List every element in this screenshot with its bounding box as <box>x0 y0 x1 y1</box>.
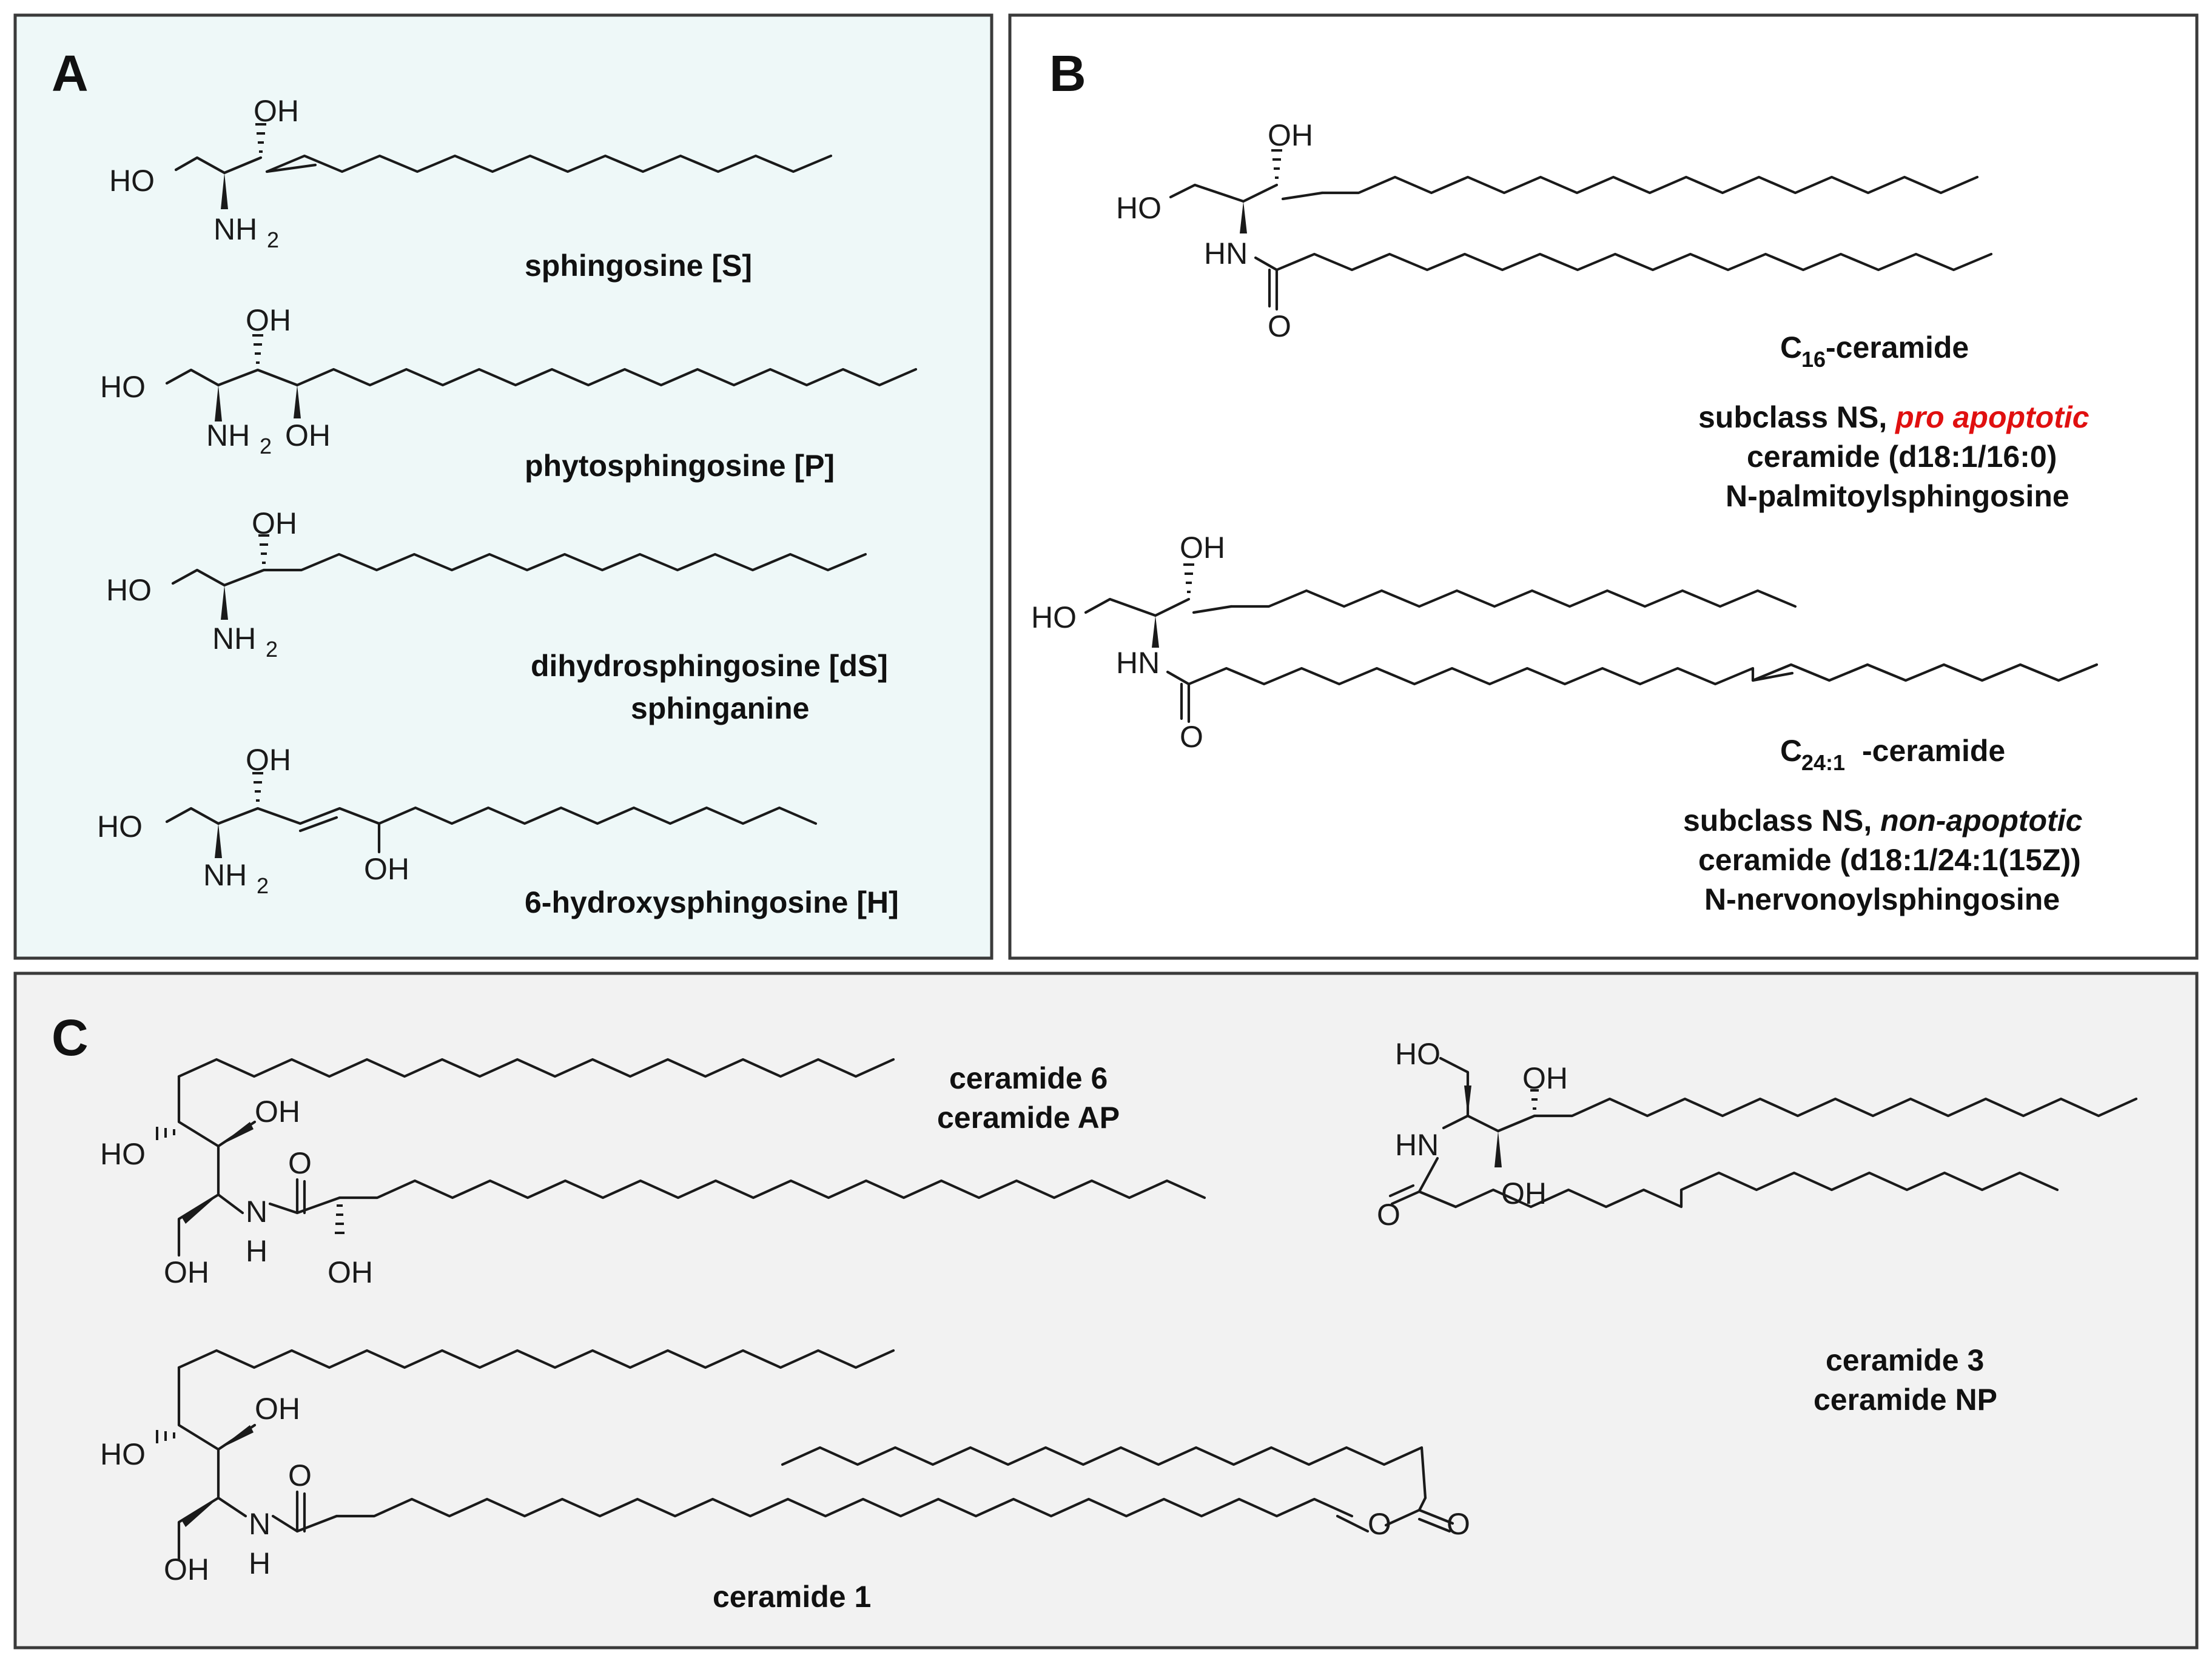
atom-o: O <box>1180 720 1203 754</box>
caption-ceramide-ap: ceramide AP <box>937 1101 1120 1135</box>
atom-ho: HO <box>106 573 152 607</box>
atom-ho: HO <box>1031 600 1077 634</box>
caption-c24-name: N-nervonoylsphingosine <box>1704 882 2060 916</box>
atom-o: O <box>1268 309 1291 343</box>
atom-oh: OH <box>328 1255 373 1289</box>
caption-ceramide-6: ceramide 6 <box>949 1061 1108 1095</box>
caption-c16-letter: C <box>1780 331 1802 364</box>
atom-subscript-2: 2 <box>266 637 278 662</box>
atom-h: H <box>246 1234 267 1268</box>
atom-oh: OH <box>255 1095 300 1129</box>
panel-a-label: A <box>52 45 89 102</box>
caption-sphinganine: sphinganine <box>631 691 809 725</box>
caption-c24-suffix: -ceramide <box>1862 734 2005 768</box>
atom-ho: HO <box>97 810 143 844</box>
caption-ceramide-3: ceramide 3 <box>1826 1343 1984 1377</box>
atom-o: O <box>1447 1507 1470 1541</box>
atom-o: O <box>288 1146 312 1180</box>
structure-c16-ceramide: HO OH HN O <box>1116 118 1993 343</box>
atom-oh: OH <box>164 1255 209 1289</box>
caption-non-apoptotic: non-apoptotic <box>1880 804 2082 837</box>
atom-oh: OH <box>246 743 291 777</box>
caption-6-hydroxysphingosine: 6-hydroxysphingosine [H] <box>525 885 899 919</box>
caption-dihydrosphingosine: dihydrosphingosine [dS] <box>531 649 888 683</box>
atom-oh: OH <box>1268 118 1313 152</box>
atom-oh: OH <box>285 418 331 452</box>
caption-ceramide-np: ceramide NP <box>1814 1383 1997 1417</box>
structure-phytosphingosine: HO OH NH 2 OH <box>100 303 918 458</box>
caption-c16-ceramide: ceramide (d18:1/16:0) <box>1747 440 2057 474</box>
atom-ho: HO <box>109 164 155 198</box>
panel-a-frame <box>13 13 993 960</box>
atom-hn: HN <box>1116 646 1160 680</box>
caption-c16-subclass-prefix: subclass NS, <box>1698 400 1895 434</box>
atom-ho: HO <box>100 1437 146 1471</box>
caption-c16-subscript: 16 <box>1801 347 1826 372</box>
structure-sphingosine: HO OH NH 2 <box>109 94 833 252</box>
atom-oh: OH <box>1180 531 1225 565</box>
atom-oh: OH <box>255 1392 300 1426</box>
caption-c16-subclass: subclass NS, pro apoptotic <box>1698 400 2089 434</box>
caption-c16-name: N-palmitoylsphingosine <box>1726 479 2069 513</box>
atom-oh: OH <box>164 1552 209 1586</box>
atom-ho: HO <box>100 370 146 404</box>
caption-c24-letter: C <box>1780 734 1802 768</box>
panel-c-label: C <box>52 1009 89 1066</box>
caption-c16-suffix: -ceramide <box>1826 331 1969 364</box>
panel-b-frame <box>1008 13 2199 960</box>
structure-6-hydroxysphingosine: HO OH NH 2 OH <box>97 743 818 898</box>
atom-subscript-2: 2 <box>260 434 272 458</box>
atom-o: O <box>1368 1507 1391 1541</box>
atom-ho: HO <box>1116 191 1161 225</box>
atom-oh: OH <box>1522 1061 1568 1095</box>
caption-c24-subscript: 24:1 <box>1801 750 1845 775</box>
atom-h: H <box>249 1546 271 1580</box>
structure-ceramide-3: HO OH HN O OH <box>1377 1037 2138 1232</box>
structure-ceramide-6: HO OH O N H OH OH <box>100 1058 1206 1289</box>
atom-nh: NH <box>213 212 257 246</box>
atom-ho: HO <box>1395 1037 1440 1071</box>
atom-oh: OH <box>252 506 297 540</box>
caption-pro-apoptotic: pro apoptotic <box>1894 400 2089 434</box>
caption-phytosphingosine: phytosphingosine [P] <box>525 449 835 483</box>
atom-o: O <box>288 1458 312 1492</box>
atom-nh: NH <box>203 858 247 892</box>
atom-hn: HN <box>1395 1128 1439 1162</box>
atom-oh: OH <box>1501 1176 1547 1210</box>
atom-n: N <box>249 1507 271 1541</box>
caption-c24-subclass-prefix: subclass NS, <box>1683 804 1880 837</box>
caption-c24-ceramide: ceramide (d18:1/24:1(15Z)) <box>1698 843 2081 877</box>
atom-subscript-2: 2 <box>267 227 279 252</box>
atom-hn: HN <box>1204 237 1248 270</box>
atom-subscript-2: 2 <box>257 873 269 898</box>
atom-nh: NH <box>206 418 250 452</box>
panel-b-label: B <box>1049 45 1086 102</box>
atom-ho: HO <box>100 1137 146 1171</box>
atom-nh: NH <box>212 622 256 656</box>
panel-c-frame <box>13 972 2199 1650</box>
atom-oh: OH <box>364 852 409 886</box>
atom-oh: OH <box>246 303 291 337</box>
atom-o: O <box>1377 1198 1400 1232</box>
atom-n: N <box>246 1195 267 1229</box>
structure-c24-1-ceramide: HO OH HN O <box>1031 531 2099 754</box>
structure-dihydrosphingosine: HO OH NH 2 <box>106 506 867 662</box>
atom-oh: OH <box>254 94 299 128</box>
caption-sphingosine: sphingosine [S] <box>525 249 752 283</box>
caption-c24-subclass: subclass NS, non-apoptotic <box>1683 804 2083 837</box>
caption-ceramide-1: ceramide 1 <box>713 1580 871 1614</box>
structure-ceramide-1: HO OH O N H OH O O <box>100 1349 1470 1586</box>
